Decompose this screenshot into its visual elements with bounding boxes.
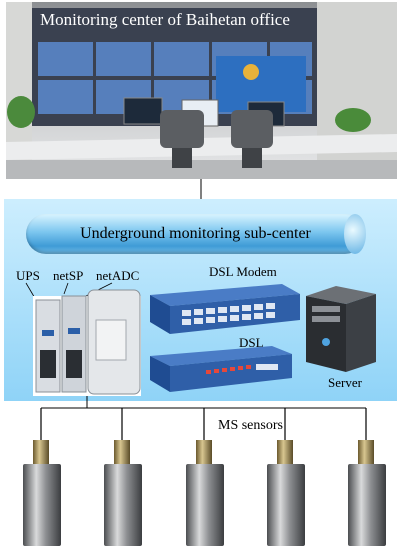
ms-sensor-icon (23, 408, 61, 546)
sub-center-pipe (26, 214, 365, 254)
desk (6, 134, 397, 160)
dsl-label: DSL (239, 335, 264, 350)
ms-sensor-icon (267, 408, 305, 546)
netsp-label: netSP (53, 268, 84, 283)
monitoring-center-photo (6, 2, 397, 179)
plant-icon (7, 96, 35, 128)
ms-sensor-icon (104, 408, 142, 546)
dsl-modem-label: DSL Modem (209, 264, 277, 279)
sensors-diagram (23, 408, 386, 546)
monitor-icon (123, 97, 163, 125)
ms-sensor-icon (186, 408, 224, 546)
sub-center-label: Underground monitoring sub-center (80, 225, 311, 242)
chair-icon (231, 110, 273, 168)
ms-sensor-icon (348, 408, 386, 546)
ups-label: UPS (16, 268, 40, 283)
netadc-label: netADC (96, 268, 140, 283)
control-room-illustration (6, 2, 397, 179)
pipe-cap (344, 214, 366, 254)
dsl-icon (150, 346, 292, 392)
server-icon (306, 286, 376, 372)
ms-sensors-label: MS sensors (218, 418, 283, 433)
server-label: Server (328, 375, 362, 390)
daq-unit-icon (33, 289, 141, 396)
dsl-modem-icon (150, 284, 300, 334)
plant-icon (335, 108, 371, 132)
chair-icon (160, 110, 204, 168)
monitoring-center-title: Monitoring center of Baihetan office (40, 10, 290, 29)
